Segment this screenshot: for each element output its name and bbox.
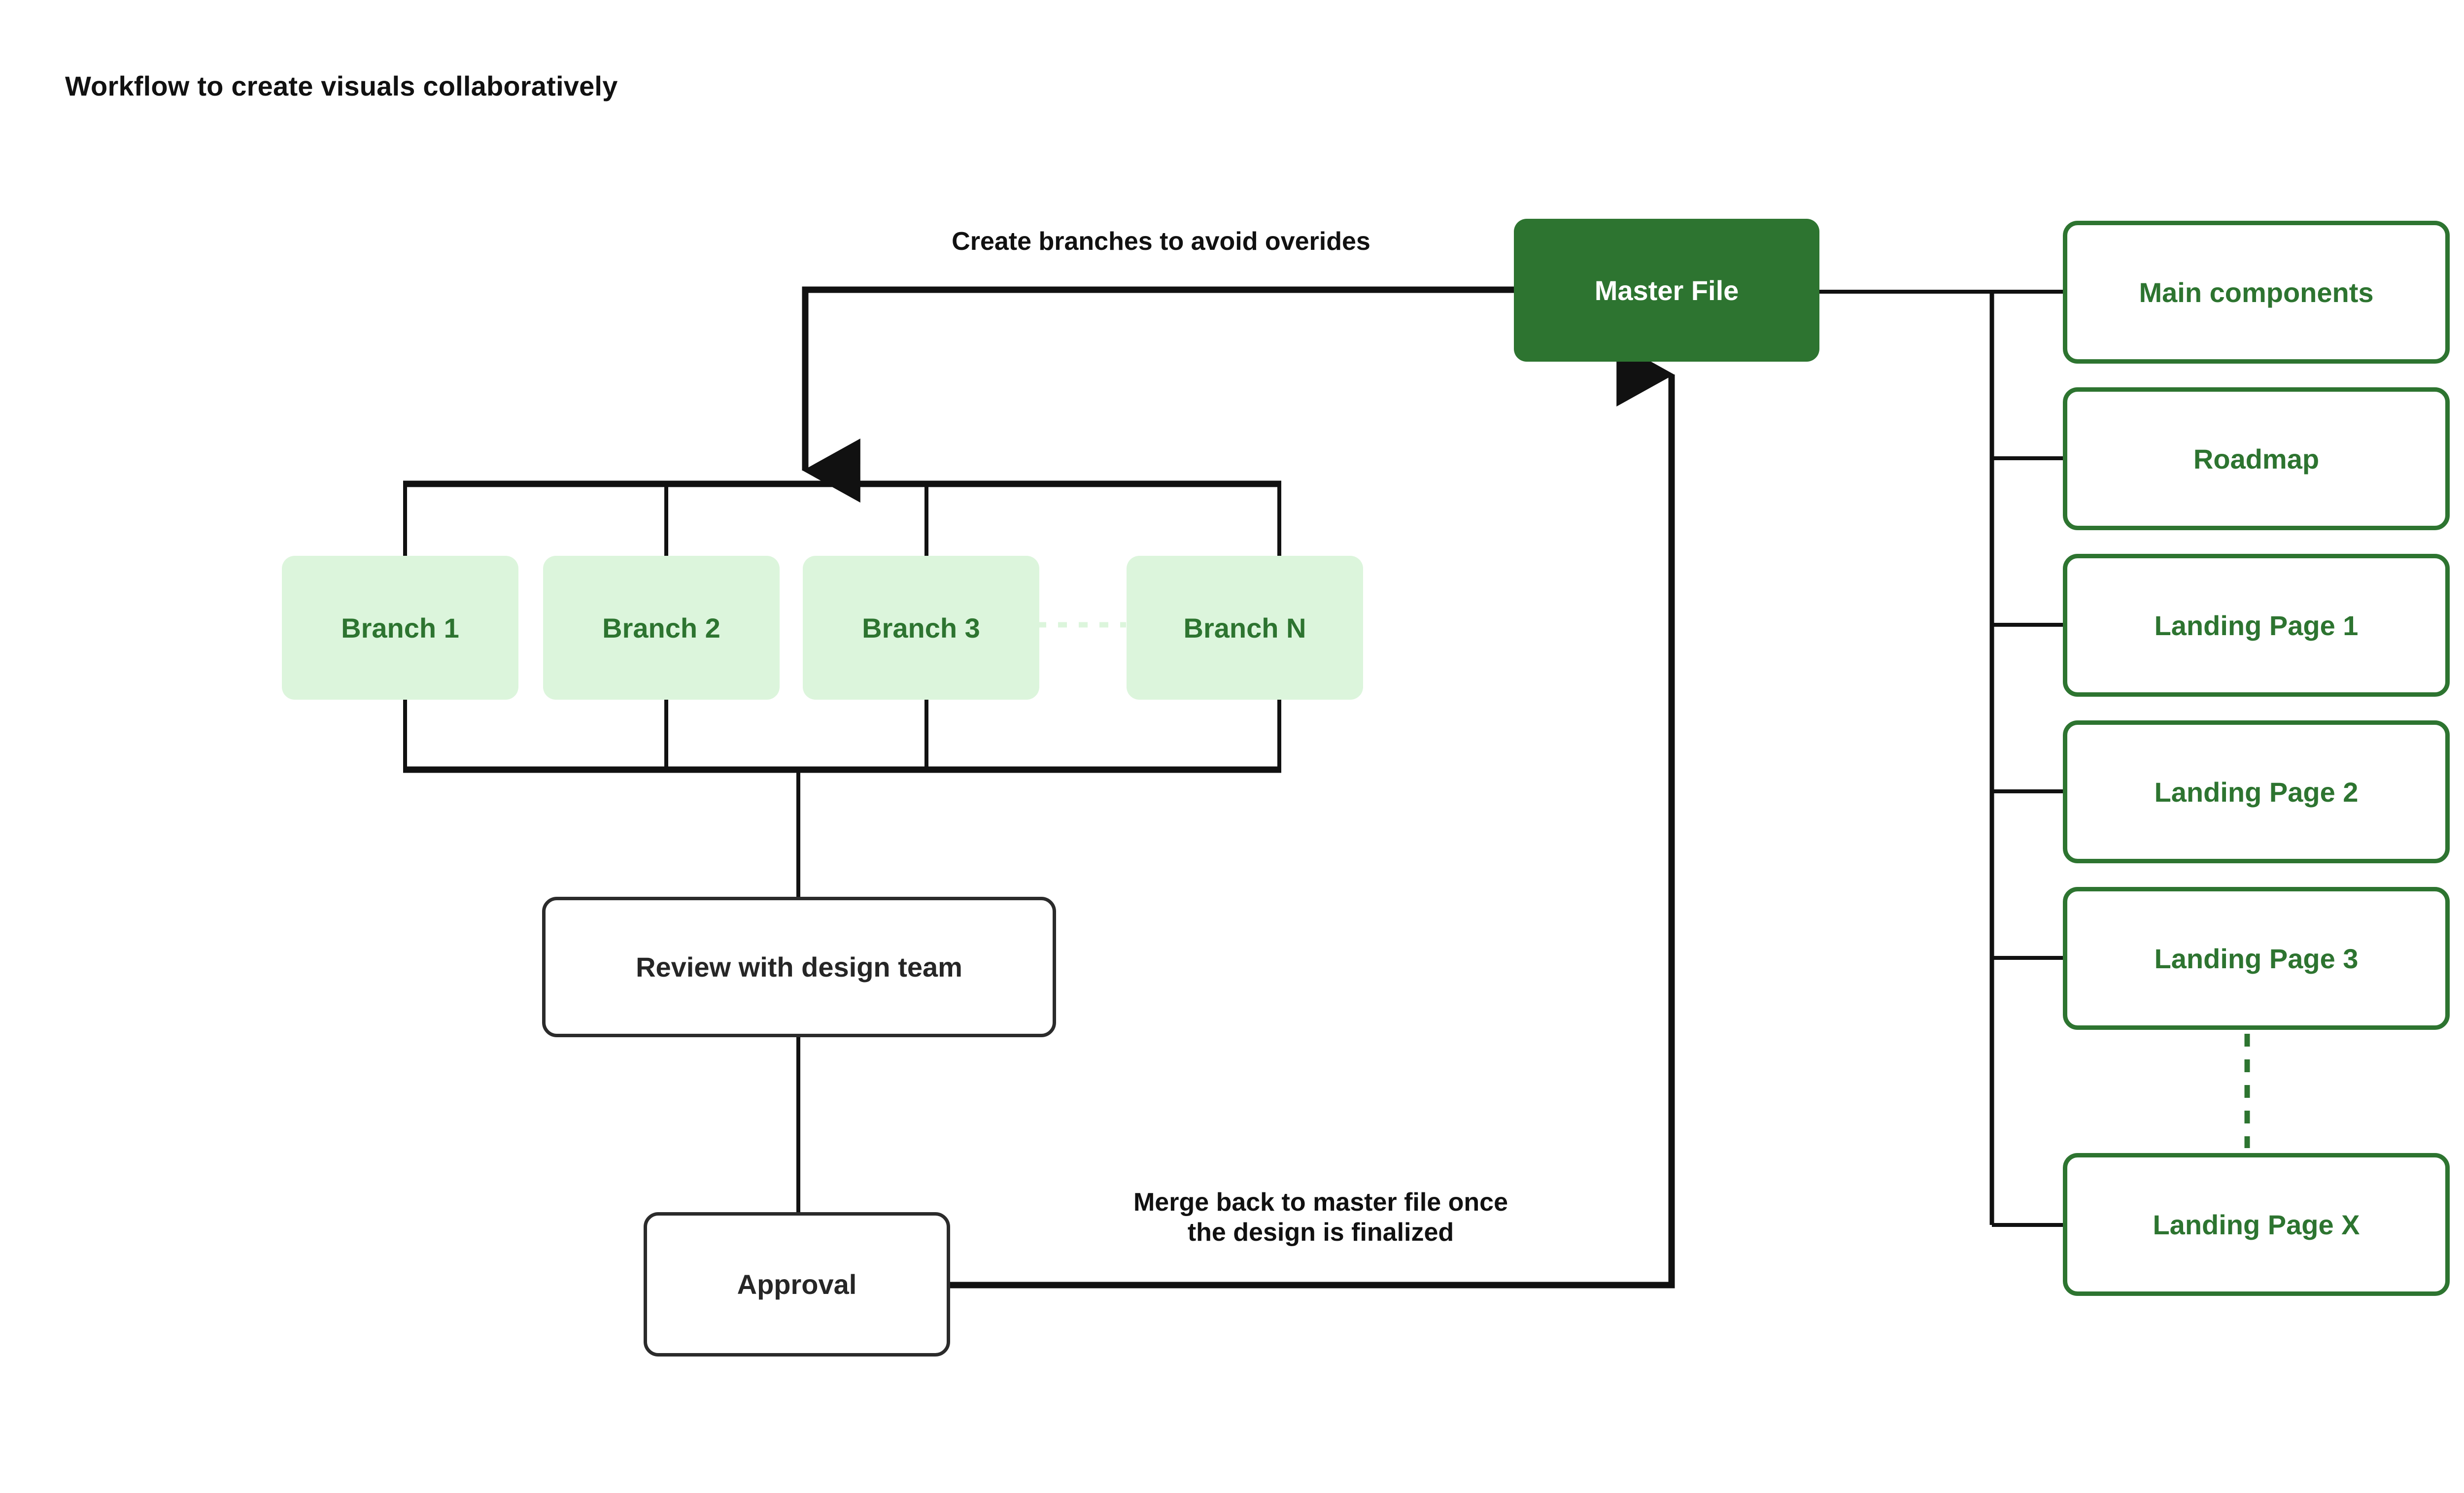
node-master-file[interactable]: Master File xyxy=(1514,219,1819,362)
node-branch-2[interactable]: Branch 2 xyxy=(543,556,780,700)
node-landing-page-1[interactable]: Landing Page 1 xyxy=(2063,554,2450,697)
node-branch-3[interactable]: Branch 3 xyxy=(803,556,1039,700)
node-approval[interactable]: Approval xyxy=(644,1212,950,1357)
node-main-components[interactable]: Main components xyxy=(2063,221,2450,364)
page-title: Workflow to create visuals collaborative… xyxy=(65,70,618,102)
edge-master-to-branches xyxy=(802,286,1533,503)
node-landing-page-x[interactable]: Landing Page X xyxy=(2063,1153,2450,1296)
node-review-with-design-team[interactable]: Review with design team xyxy=(542,897,1056,1037)
node-roadmap[interactable]: Roadmap xyxy=(2063,387,2450,530)
edge-branch-distribution xyxy=(403,480,1281,556)
node-branch-n[interactable]: Branch N xyxy=(1127,556,1363,700)
edge-label-create-branches: Create branches to avoid overides xyxy=(952,227,1370,256)
node-landing-page-2[interactable]: Landing Page 2 xyxy=(2063,720,2450,863)
edge-label-merge-back: Merge back to master file once the desig… xyxy=(1133,1188,1508,1247)
edge-master-to-pages xyxy=(1819,290,2065,1227)
edge-approval-to-master xyxy=(950,342,1675,1289)
node-branch-1[interactable]: Branch 1 xyxy=(282,556,518,700)
node-landing-page-3[interactable]: Landing Page 3 xyxy=(2063,887,2450,1030)
edge-branch-collection xyxy=(403,700,1281,897)
